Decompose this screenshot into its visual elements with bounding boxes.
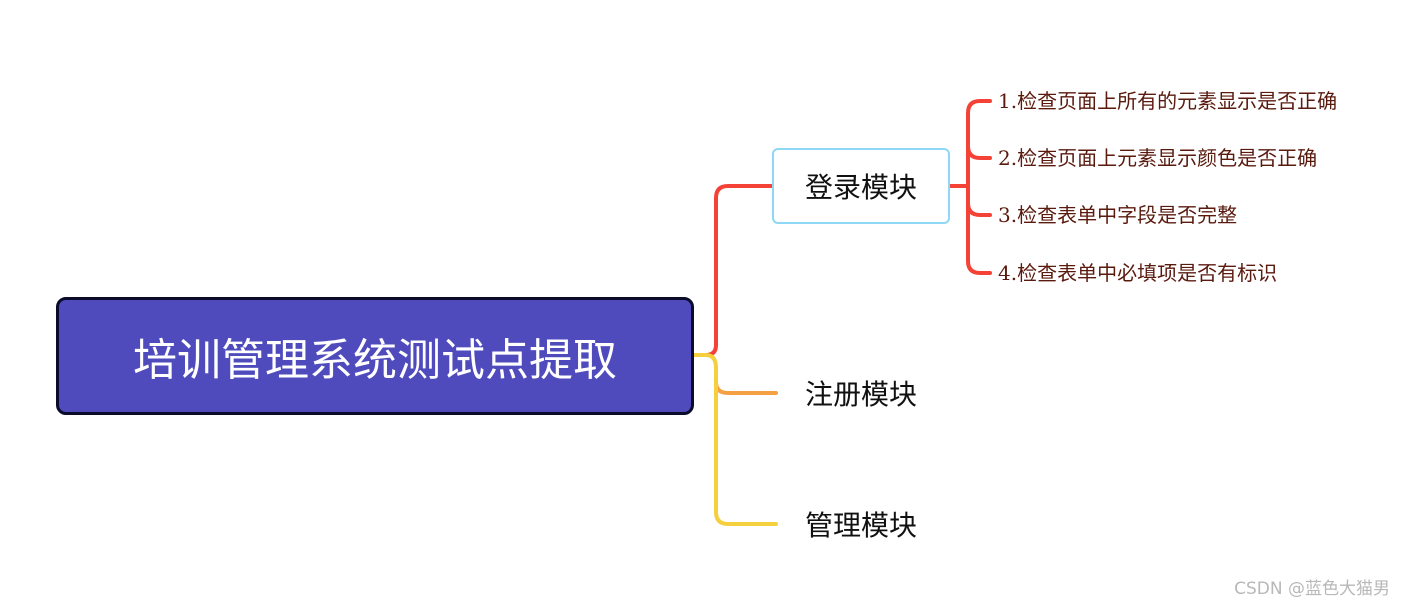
connector-root-to-register <box>714 368 778 395</box>
connector-root-to-admin <box>692 353 778 526</box>
branch-register-label: 注册模块 <box>804 378 917 411</box>
leaf-check-element-colors[interactable]: 2.检查页面上元素显示颜色是否正确 <box>998 146 1318 170</box>
leaf-check-required-marks[interactable]: 4.检查表单中必填项是否有标识 <box>998 261 1278 285</box>
leaf-check-all-elements[interactable]: 1.检查页面上所有的元素显示是否正确 <box>998 89 1338 113</box>
connector-login-to-leaves <box>948 99 992 275</box>
root-topic-label: 培训管理系统测试点提取 <box>133 335 617 386</box>
branch-login-label: 登录模块 <box>804 171 917 204</box>
connector-root-to-login <box>692 184 778 357</box>
branch-admin-label: 管理模块 <box>804 509 917 542</box>
branch-admin-module[interactable]: 管理模块 <box>772 486 950 562</box>
watermark: CSDN @蓝色大猫男 <box>1234 579 1390 599</box>
branch-login-module[interactable]: 登录模块 <box>772 148 950 224</box>
leaf-check-form-fields[interactable]: 3.检查表单中字段是否完整 <box>998 203 1238 227</box>
branch-register-module[interactable]: 注册模块 <box>772 355 950 431</box>
root-topic[interactable]: 培训管理系统测试点提取 <box>56 297 694 415</box>
